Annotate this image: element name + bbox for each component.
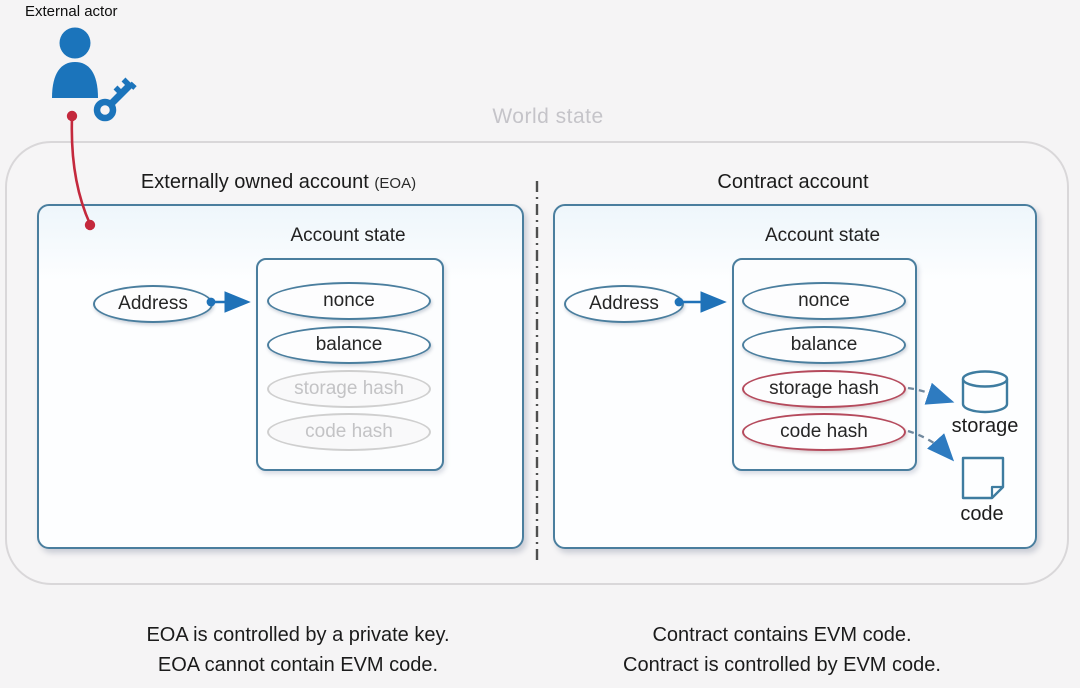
contract-field-code-hash: code hash: [742, 413, 906, 451]
eoa-field-code-hash: code hash: [267, 413, 431, 451]
code-label: code: [960, 503, 1004, 525]
contract-account-state-label: Account state: [764, 225, 881, 246]
external-actor-label: External actor: [25, 3, 118, 20]
actor-link-dot-top: [66, 110, 78, 122]
key-icon: [93, 77, 137, 122]
eoa-title: Externally owned account (EOA): [37, 171, 520, 194]
eoa-account-state-label: Account state: [290, 225, 406, 246]
document-icon: [961, 456, 1005, 500]
storage-label: storage: [951, 415, 1019, 437]
contract-caption-line1: Contract contains EVM code.: [652, 624, 912, 646]
eoa-address-oval: Address: [93, 285, 213, 323]
eoa-field-nonce: nonce: [267, 282, 431, 320]
database-icon: [961, 370, 1009, 414]
contract-field-balance: balance: [742, 326, 906, 364]
contract-caption-line2: Contract is controlled by EVM code.: [623, 654, 941, 676]
eoa-field-balance: balance: [267, 326, 431, 364]
eoa-title-text: Externally owned account: [140, 171, 369, 193]
contract-field-storage-hash: storage hash: [742, 370, 906, 408]
eoa-caption-line2: EOA cannot contain EVM code.: [157, 654, 439, 676]
eoa-caption-line1: EOA is controlled by a private key.: [146, 624, 450, 646]
eoa-field-storage-hash: storage hash: [267, 370, 431, 408]
contract-field-nonce: nonce: [742, 282, 906, 320]
eoa-caption: EOA is controlled by a private key. EOA …: [78, 620, 518, 680]
person-icon: [52, 27, 98, 98]
contract-caption: Contract contains EVM code. Contract is …: [572, 620, 992, 680]
world-state-label: World state: [492, 105, 604, 128]
eoa-title-suffix: (EOA): [374, 175, 417, 192]
contract-title: Contract account: [717, 171, 869, 193]
contract-address-oval: Address: [564, 285, 684, 323]
